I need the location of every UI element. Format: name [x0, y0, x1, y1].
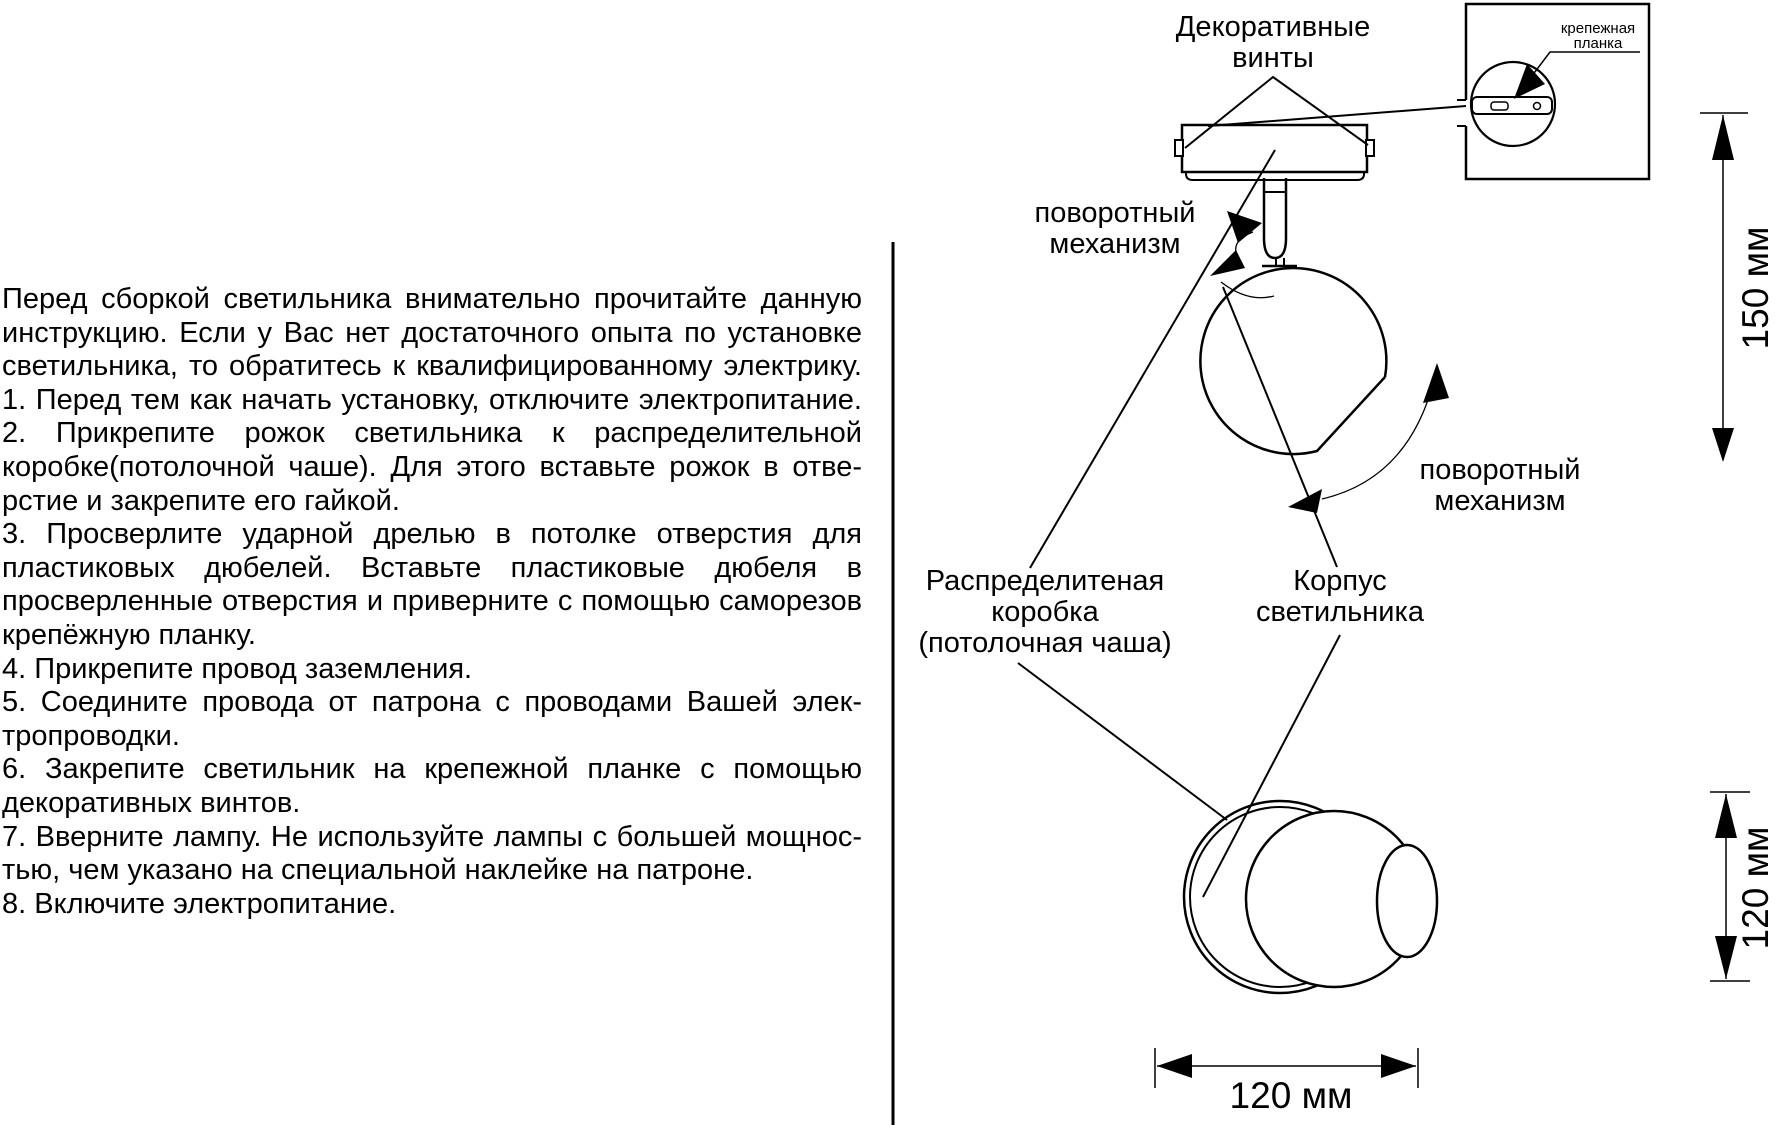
label-line: механизм [1049, 228, 1181, 260]
instructions-text: Перед сборкой светильника внимательно пр… [2, 283, 862, 921]
label-line: Декоративные [1175, 11, 1371, 43]
instruction-line: 5. Соедините провода от патрона с провод… [2, 686, 862, 719]
label-swivel-mechanism-top: поворотный механизм [1034, 198, 1195, 260]
swivel-arrowhead-right-icon [1227, 211, 1262, 243]
swivel-arrowhead-left-icon [1210, 250, 1245, 276]
instruction-line: пластиковых дюбелей. Вставьте пластиковы… [2, 551, 862, 584]
instruction-line: 4. Прикрепите провод заземления. [2, 652, 473, 685]
instruction-line: 8. Включите электропитание. [2, 887, 397, 920]
instruction-line: Перед сборкой светильника внимательно пр… [2, 283, 862, 315]
mounting-plate-leader [1518, 51, 1640, 94]
dim150-arrow-up-icon [1712, 115, 1734, 160]
instruction-line: светильника, то обратитесь к квалифициро… [2, 350, 862, 383]
decorative-screw-left [1174, 139, 1184, 157]
instruction-line: коробке(потолочной чаше). Для этого вста… [2, 450, 862, 483]
ceiling-cup-lip [1185, 172, 1365, 181]
lamp-body-leader-up [1222, 286, 1338, 568]
label-line: поворотный [1034, 197, 1196, 229]
label-line: Распределитеная [925, 565, 1165, 597]
dim120h-arrow-left-icon [1157, 1054, 1192, 1078]
junction-box-leader-up [1029, 149, 1276, 569]
dimension-body-width: 120 мм [1229, 1075, 1353, 1116]
swivel-side-arrowhead-up-icon [1423, 363, 1449, 403]
instruction-line: просверленные отверстия и приверните с п… [2, 585, 862, 618]
label-junction-box: Распределитеная коробка (потолочная чаша… [918, 566, 1171, 659]
instruction-line: тропроводки. [2, 719, 180, 752]
ceiling-cup [1180, 123, 1369, 174]
instruction-line: декоративных винтов. [2, 786, 301, 819]
label-line: винты [1232, 42, 1314, 74]
instruction-line: 2. Прикрепите рожок светильника к распре… [2, 417, 862, 450]
dim120v-arrow-up-icon [1715, 794, 1737, 838]
label-decorative-screws: Декоративные винты [1176, 12, 1370, 74]
stem-neck [1275, 258, 1285, 266]
label-line: светильника [1256, 596, 1424, 628]
lamp-ball-side [1199, 266, 1388, 456]
dim120v-arrow-down-icon [1715, 936, 1737, 979]
label-line: (потолочная чаша) [918, 627, 1172, 659]
decorative-screw-right [1365, 139, 1375, 157]
label-line: крепежная [1560, 20, 1636, 37]
label-line: планка [1573, 35, 1623, 52]
mounting-plate-hole [1532, 101, 1542, 111]
instruction-line: рстие и закрепите его гайкой. [2, 484, 400, 517]
instruction-line: 3. Просверлите ударной дрелью в потолке … [2, 518, 862, 551]
dim120h-arrow-right-icon [1381, 1054, 1416, 1078]
instruction-line: 1. Перед тем как начать установку, отклю… [2, 383, 862, 416]
instruction-line: крепёжную планку. [2, 618, 256, 651]
junction-box-leader-down [1017, 662, 1228, 821]
instruction-line: инструкцию. Если у Вас нет достаточного … [2, 316, 862, 349]
label-mounting-plate: крепежная планка [1561, 21, 1635, 51]
mounting-plate-slot [1490, 101, 1509, 111]
dimension-body-height: 120 мм [1735, 826, 1776, 950]
instruction-line: 6. Закрепите светильник на крепежной пла… [2, 753, 862, 786]
instruction-line: тью, чем указано на специальной наклейке… [2, 854, 754, 887]
lamp-body-leader-down [1202, 634, 1341, 898]
dimension-overall-height: 150 мм [1735, 226, 1776, 350]
swivel-arc-top2 [1220, 281, 1275, 299]
label-line: механизм [1434, 485, 1566, 517]
label-line: Корпус [1293, 565, 1387, 597]
label-lamp-body: Корпус светильника [1256, 566, 1424, 628]
decorative-screws-leader [1184, 75, 1369, 149]
inset-notch [1457, 99, 1466, 127]
dim150-arrow-down-icon [1712, 428, 1734, 462]
swivel-side-arrowhead-down-icon [1288, 489, 1322, 513]
stem [1262, 178, 1288, 260]
label-swivel-mechanism-side: поворотный механизм [1419, 455, 1580, 517]
label-line: коробка [991, 596, 1099, 628]
inset-leader [1207, 105, 1467, 127]
lamp-opening [1375, 843, 1439, 959]
label-line: поворотный [1419, 454, 1581, 486]
instruction-line: 7. Вверните лампу. Не используйте лампы … [2, 820, 862, 853]
